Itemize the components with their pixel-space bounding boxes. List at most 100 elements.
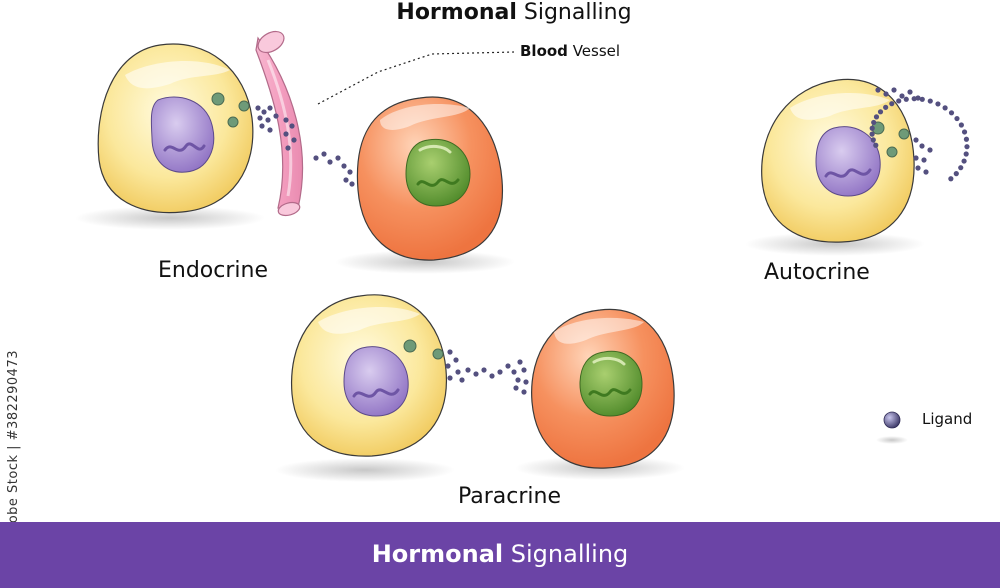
- ligand-dot: [896, 98, 902, 104]
- ligand-dot: [923, 169, 929, 175]
- ligand-dot: [459, 377, 465, 383]
- ligand-particles: [255, 87, 970, 395]
- ligand-dot: [453, 357, 459, 363]
- ligand-dot: [327, 159, 333, 165]
- ligand-dot: [889, 101, 895, 107]
- ligand-dot: [883, 104, 889, 110]
- ligand-dot: [335, 155, 341, 161]
- ligand-dot: [873, 142, 879, 148]
- blood-vessel-leader-line: [317, 51, 515, 105]
- ligand-legend-label: Ligand: [922, 410, 973, 428]
- ligand-dot: [313, 155, 319, 161]
- ligand-dot: [954, 115, 960, 122]
- ligand-dot: [321, 151, 327, 157]
- ligand-dot: [877, 109, 884, 115]
- ligand-dot: [265, 117, 271, 123]
- ligand-dot: [283, 117, 289, 123]
- ligand-dot: [447, 375, 453, 381]
- autocrine-cell: [761, 78, 915, 243]
- ligand-dot: [511, 369, 517, 375]
- ligand-dot: [513, 385, 519, 391]
- ligand-dot: [523, 379, 529, 385]
- ligand-dot: [907, 89, 913, 95]
- ligand-dot: [259, 123, 265, 129]
- ligand-dot: [958, 122, 964, 128]
- ligand-dot: [869, 125, 875, 131]
- ligand-dot: [273, 113, 279, 119]
- ligand-dot: [899, 93, 905, 99]
- ligand-dot: [473, 371, 479, 377]
- ligand-dot: [873, 114, 880, 120]
- ligand-dot: [883, 91, 889, 97]
- ligand-dot: [871, 119, 877, 126]
- ligand-dot: [447, 349, 453, 355]
- endocrine-secreting-cell: [97, 43, 254, 214]
- paracrine-secreting-cell: [290, 294, 448, 457]
- paracrine-target-cell: [531, 308, 675, 469]
- ligand-legend-icon: [883, 411, 901, 429]
- stock-id-text: Adobe Stock | #382290473: [6, 350, 21, 542]
- ligand-dot: [919, 143, 925, 149]
- ligand-dot: [481, 367, 487, 373]
- ligand-dot: [289, 123, 295, 129]
- autocrine-label: Autocrine: [764, 260, 870, 285]
- ligand-dot: [455, 369, 461, 375]
- ligand-dot: [465, 367, 471, 373]
- ligand-dot: [291, 137, 297, 143]
- ligand-dot: [903, 96, 909, 102]
- ligand-dot: [261, 109, 267, 115]
- ligand-dot: [341, 163, 347, 169]
- ligand-dot: [349, 181, 355, 187]
- ligand-dot: [285, 145, 291, 151]
- ligand-dot: [913, 155, 919, 161]
- blood-vessel-shape: [255, 30, 304, 217]
- endocrine-target-cell: [356, 96, 504, 261]
- ligand-dot: [875, 87, 881, 93]
- diagram-title: Hormonal Signalling: [0, 0, 1000, 25]
- ligand-dot: [963, 136, 970, 142]
- blood-vessel-rest: Vessel: [567, 42, 621, 60]
- ligand-dot: [517, 359, 523, 365]
- ligand-dot: [948, 176, 954, 182]
- ligand-dot: [963, 151, 969, 157]
- footer-title-rest: Signalling: [503, 540, 629, 568]
- footer-band: Hormonal Signalling: [0, 522, 1000, 588]
- ligand-dot: [927, 98, 933, 104]
- ligand-dot: [489, 373, 495, 379]
- ligand-dot: [505, 363, 511, 369]
- ligand-dot: [497, 369, 503, 375]
- ligand-dot: [267, 105, 273, 111]
- ligand-dot: [958, 165, 964, 171]
- ligand-dot: [913, 137, 919, 143]
- ligand-dot: [445, 363, 451, 369]
- ligand-dot: [521, 389, 527, 395]
- ligand-dot: [942, 105, 948, 111]
- ligand-dot: [948, 110, 955, 116]
- ligand-dot: [343, 177, 349, 183]
- ligand-dot: [915, 95, 921, 101]
- ligand-dot: [255, 105, 261, 111]
- ligand-dot: [267, 127, 273, 133]
- cell-shadows: [75, 206, 925, 482]
- ligand-dot: [964, 144, 970, 150]
- ligand-dot: [961, 129, 968, 135]
- ligand-dot: [521, 367, 527, 373]
- ligand-dot: [961, 158, 967, 164]
- paracrine-label: Paracrine: [458, 484, 562, 509]
- title-rest: Signalling: [516, 0, 632, 25]
- endocrine-label: Endocrine: [158, 258, 268, 283]
- ligand-dot: [921, 157, 927, 163]
- ligand-dot: [935, 101, 941, 107]
- ligand-dot: [870, 137, 876, 143]
- ligand-dot: [257, 115, 263, 121]
- ligand-dot: [915, 165, 921, 171]
- ligand-dot: [953, 171, 959, 177]
- blood-vessel-label: Blood Vessel: [520, 42, 620, 60]
- ligand-dot: [927, 147, 933, 153]
- ligand-dot: [869, 131, 875, 137]
- ligand-dot: [347, 169, 353, 175]
- ligand-dot: [515, 377, 521, 383]
- ligand-dot: [283, 131, 289, 137]
